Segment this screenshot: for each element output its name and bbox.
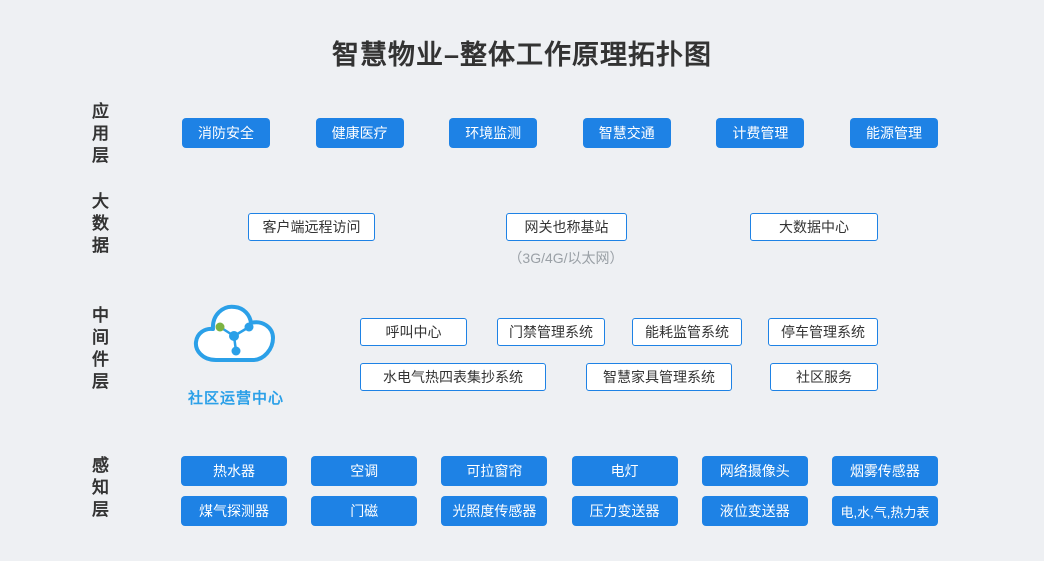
node-health-medical: 健康医疗: [315, 118, 404, 148]
node-energy-management: 能源管理: [849, 118, 938, 148]
layer-label-bigdata: 大数据: [89, 192, 108, 258]
node-client-remote-access: 客户端远程访问: [248, 213, 375, 241]
node-community-service: 社区服务: [770, 363, 878, 391]
node-gateway-base-station: 网关也称基站: [506, 213, 627, 241]
node-smart-traffic: 智慧交通: [582, 118, 671, 148]
perception-layer-row-2: 煤气探测器 门磁 光照度传感器 压力变送器 液位变送器 电,水,气,热力表: [181, 496, 938, 526]
node-liquid-level-transmitter: 液位变送器: [701, 496, 808, 526]
node-air-conditioner: 空调: [311, 456, 418, 486]
node-smoke-sensor: 烟雾传感器: [831, 456, 938, 486]
cloud-icon: [186, 294, 286, 378]
node-access-control-system: 门禁管理系统: [497, 318, 605, 346]
node-call-center: 呼叫中心: [360, 318, 467, 346]
page-title: 智慧物业–整体工作原理拓扑图: [331, 40, 712, 70]
node-electric-lamp: 电灯: [571, 456, 678, 486]
node-big-data-center: 大数据中心: [750, 213, 878, 241]
node-gas-detector: 煤气探测器: [181, 496, 287, 526]
perception-layer-row-1: 热水器 空调 可拉窗帘 电灯 网络摄像头 烟雾传感器: [181, 456, 938, 486]
node-motorized-curtain: 可拉窗帘: [441, 456, 548, 486]
application-layer-row: 消防安全 健康医疗 环境监测 智慧交通 计费管理 能源管理: [182, 118, 938, 148]
node-water-heater: 热水器: [181, 456, 287, 486]
node-billing-management: 计费管理: [716, 118, 805, 148]
node-environment-monitoring: 环境监测: [449, 118, 538, 148]
network-type-note: （3G/4G/以太网）: [508, 250, 624, 266]
node-energy-monitoring-system: 能耗监管系统: [632, 318, 742, 346]
layer-label-application: 应用层: [89, 102, 108, 168]
community-operation-center-label: 社区运营中心: [187, 390, 284, 407]
node-parking-management-system: 停车管理系统: [768, 318, 878, 346]
layer-label-middleware: 中间件层: [89, 306, 108, 394]
node-utility-meters: 电,水,气,热力表: [831, 496, 938, 526]
layer-label-perception: 感知层: [89, 456, 108, 522]
node-smart-furniture-system: 智慧家具管理系统: [586, 363, 732, 391]
node-network-camera: 网络摄像头: [701, 456, 808, 486]
node-fire-safety: 消防安全: [182, 118, 270, 148]
node-pressure-transmitter: 压力变送器: [571, 496, 678, 526]
node-door-magnet: 门磁: [311, 496, 418, 526]
node-light-sensor: 光照度传感器: [441, 496, 548, 526]
node-meter-reading-system: 水电气热四表集抄系统: [360, 363, 546, 391]
